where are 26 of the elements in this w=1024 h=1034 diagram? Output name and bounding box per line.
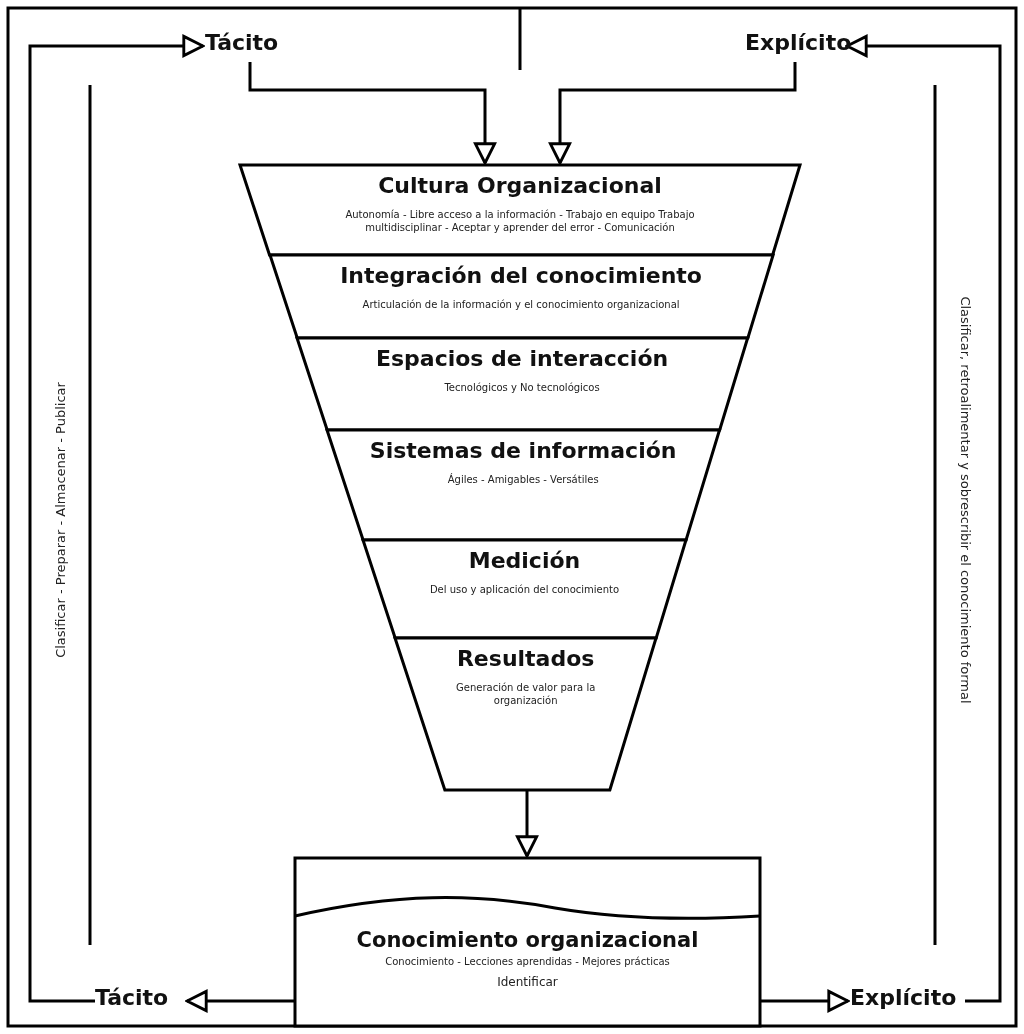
arrow [185,989,295,1013]
layer-description: Del uso y aplicación del conocimiento [428,583,621,596]
box-description: Conocimiento - Lecciones aprendidas - Mejores prácticas [384,955,671,968]
category-label: Tácito [95,985,169,1010]
arrow [760,989,850,1013]
category-label: Explícito [850,985,957,1010]
layer-description: Tecnológicos y No tecnológicos [443,381,601,394]
layer-title: Cultura Organizacional [377,173,663,198]
arrow [845,34,1002,1003]
layer-title: Espacios de interacción [374,346,670,371]
arrow [548,62,797,165]
arrow [28,34,205,1003]
box-action: Identificar [496,976,559,989]
category-label: Tácito [205,30,279,55]
layer-description: Generación de valor para la organización [455,681,597,707]
layer-title: Integración del conocimiento [339,263,703,288]
layer-description: Ágiles - Amigables - Versátiles [446,473,600,486]
layer-description: Articulación de la información y el conocimiento organizacional [361,298,681,311]
layer-title: Resultados [455,646,596,671]
category-label: Explícito [745,30,852,55]
arrow [515,790,539,858]
layer-title: Medición [467,548,582,573]
box-title: Conocimiento organizacional [355,928,700,952]
layer-title: Sistemas de información [368,438,678,463]
arrow [248,62,497,165]
layer-description: Autonomía - Libre acceso a la información - Trabajo en equipo Trabajo multidisciplinar - Aceptar y aprender del error - Comunicación [344,208,696,234]
